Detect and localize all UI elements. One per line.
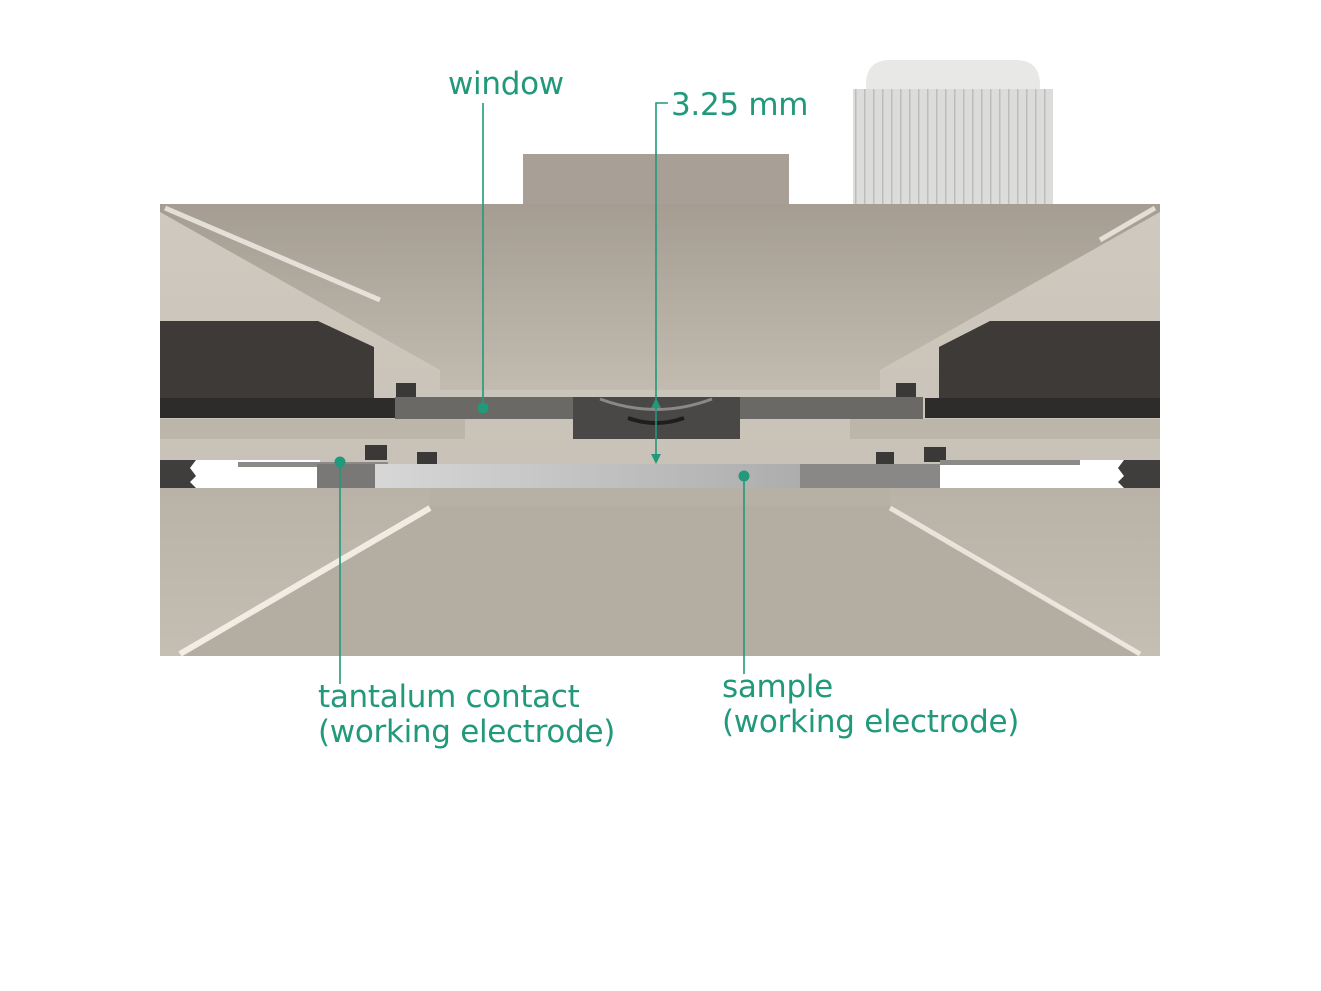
seal — [876, 452, 894, 465]
seal — [896, 383, 916, 397]
gap-arrow-up-icon — [651, 398, 661, 408]
right-dark-block — [939, 321, 1160, 398]
callouts — [334, 102, 750, 684]
highlight — [1098, 205, 1157, 243]
label-gap-dimension: 3.25 mm — [671, 88, 808, 123]
sample-holder-right — [800, 464, 940, 488]
middle-band-left — [160, 419, 465, 439]
highlight — [164, 205, 381, 303]
window-marker-dot — [477, 402, 489, 414]
knurled-knob — [853, 60, 1053, 205]
label-window-text: window — [448, 66, 564, 102]
upper-housing — [160, 204, 1160, 390]
sample — [375, 464, 800, 488]
label-sample: sample (working electrode) — [722, 670, 1019, 740]
middle-band-right — [850, 419, 1160, 439]
label-window: window — [448, 67, 564, 102]
right-contact-strip — [940, 460, 1080, 465]
lower-lip — [430, 488, 890, 506]
label-tantalum-line2: (working electrode) — [318, 714, 616, 750]
left-dark-block — [160, 321, 374, 398]
label-gap-text: 3.25 mm — [671, 87, 809, 123]
tantalum-contact — [317, 464, 375, 488]
seal — [396, 383, 416, 397]
label-sample-line2: (working electrode) — [722, 704, 1020, 740]
label-sample-line1: sample — [722, 669, 833, 705]
left-dark-strip — [160, 398, 400, 418]
seal — [365, 445, 387, 460]
lower-housing — [180, 506, 1140, 656]
left-oring — [160, 460, 196, 488]
gap-dimension-line — [655, 102, 668, 460]
highlight — [888, 505, 1142, 657]
gap-arrow-down-icon — [651, 454, 661, 464]
tantalum-marker-dot — [334, 456, 346, 468]
right-dark-strip — [925, 398, 1160, 418]
label-tantalum-line1: tantalum contact — [318, 679, 580, 715]
seal — [417, 452, 437, 465]
label-tantalum-contact: tantalum contact (working electrode) — [318, 680, 615, 750]
right-oring — [1118, 460, 1160, 488]
highlight — [178, 505, 432, 657]
left-contact-strip — [238, 462, 388, 467]
seal — [924, 447, 946, 462]
sample-marker-dot — [738, 470, 750, 482]
